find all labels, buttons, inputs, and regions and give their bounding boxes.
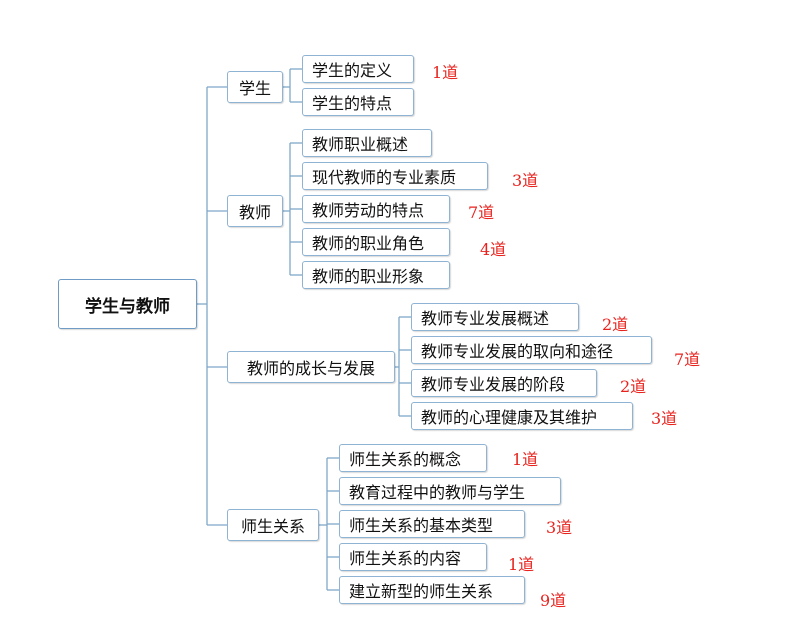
subtopic-node: 师生关系的概念 [339, 444, 487, 472]
question-count: 2道 [620, 377, 647, 396]
question-count: 3道 [512, 171, 539, 190]
topic-teacher-student-relation: 师生关系 [227, 509, 319, 541]
subtopic-node: 教师专业发展的阶段 [411, 369, 597, 397]
subtopic-node: 教育过程中的教师与学生 [339, 477, 561, 505]
topic-teacher-growth: 教师的成长与发展 [227, 351, 395, 383]
topic-teacher: 教师 [227, 195, 283, 227]
subtopic-node: 教师的心理健康及其维护 [411, 402, 633, 430]
question-count: 9道 [540, 591, 567, 610]
question-count: 4道 [480, 240, 507, 259]
subtopic-node: 学生的定义 [302, 55, 414, 83]
subtopic-node: 教师职业概述 [302, 129, 432, 157]
question-count: 7道 [674, 350, 701, 369]
subtopic-node: 师生关系的基本类型 [339, 510, 525, 538]
subtopic-node: 教师专业发展概述 [411, 303, 579, 331]
question-count: 1道 [508, 555, 535, 574]
question-count: 3道 [546, 518, 573, 537]
topic-student: 学生 [227, 71, 283, 103]
subtopic-node: 教师专业发展的取向和途径 [411, 336, 652, 364]
subtopic-node: 现代教师的专业素质 [302, 162, 488, 190]
subtopic-node: 教师的职业形象 [302, 261, 450, 289]
question-count: 1道 [512, 450, 539, 469]
question-count: 1道 [432, 63, 459, 82]
subtopic-node: 教师劳动的特点 [302, 195, 450, 223]
subtopic-node: 师生关系的内容 [339, 543, 487, 571]
question-count: 2道 [602, 315, 629, 334]
question-count: 3道 [651, 409, 678, 428]
subtopic-node: 教师的职业角色 [302, 228, 450, 256]
question-count: 7道 [468, 203, 495, 222]
subtopic-node: 建立新型的师生关系 [339, 576, 525, 604]
subtopic-node: 学生的特点 [302, 88, 414, 116]
root-node: 学生与教师 [58, 279, 197, 329]
